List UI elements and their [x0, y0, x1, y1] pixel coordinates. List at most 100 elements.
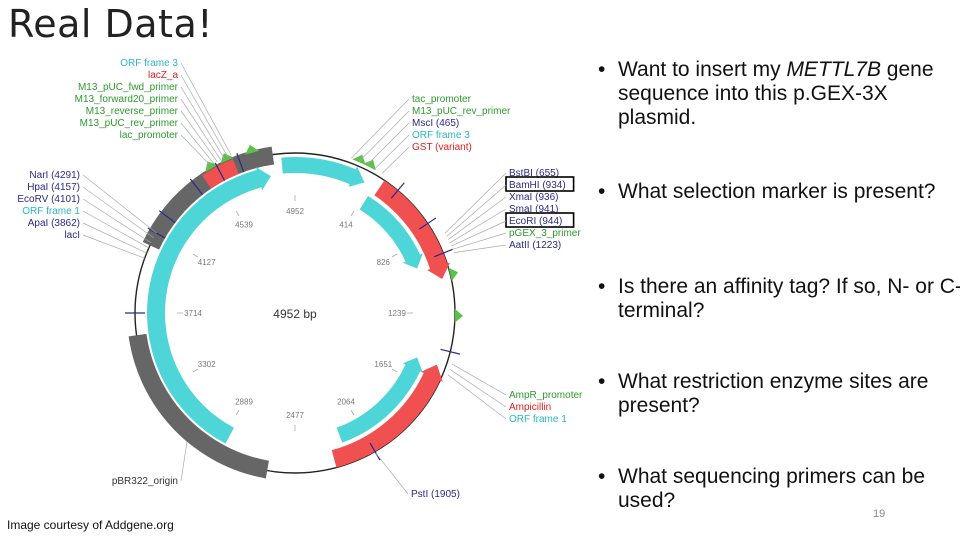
bullet-dot: • [598, 370, 606, 393]
leader-line [382, 146, 410, 174]
tick-mark [391, 368, 398, 373]
label-restriction-site: XmaI (936) [509, 192, 558, 203]
tick-mark [192, 368, 199, 373]
label-psti: PstI (1905) [411, 489, 460, 500]
site-marker [236, 153, 245, 173]
tick-label: 1651 [374, 360, 392, 369]
feature-laci [147, 167, 271, 444]
primer-marker [220, 153, 234, 164]
bullet-selection-marker: • What selection marker is present? [596, 180, 960, 204]
leader-line [180, 441, 188, 482]
leader-line [374, 134, 410, 169]
leader-line [359, 110, 410, 162]
bullet-text: Is there an affinity tag? If so, N- or C… [618, 275, 960, 322]
label-restriction-site: BstBI (655) [509, 168, 559, 179]
leader-line [447, 374, 507, 420]
bullet-text-post: gene sequence into this p.GEX-3X plasmid… [618, 58, 934, 129]
label-right-top: tac_promoter [412, 94, 472, 105]
bullet-affinity-tag: • Is there an affinity tag? If so, N- or… [596, 275, 960, 323]
leader-line [180, 134, 211, 166]
gene-name: METTL7B [786, 58, 881, 81]
tick-label: 1239 [388, 309, 406, 318]
site-marker [158, 210, 176, 224]
image-credit: Image courtesy of Addgene.org [7, 518, 174, 532]
leader-line [82, 222, 147, 254]
leader-line [446, 184, 507, 237]
plasmid-map: 4952414826123916512064247728893302371441… [17, 58, 583, 500]
site-marker [189, 178, 204, 196]
tick-label: 826 [377, 258, 391, 267]
leader-line [452, 232, 507, 250]
label-right-bottom: ORF frame 1 [509, 414, 567, 425]
leader-line [82, 198, 152, 244]
bullet-insert-gene: • Want to insert my METTL7B gene sequenc… [596, 58, 960, 130]
bullet-text-pre: Want to insert my [618, 58, 787, 81]
site-marker [369, 442, 381, 461]
tick-label: 3302 [198, 360, 216, 369]
site-marker [147, 227, 166, 239]
feature-orf3 [359, 195, 423, 269]
label-right-top: ORF frame 3 [412, 130, 470, 141]
leader-line [82, 186, 154, 239]
site-marker [390, 182, 405, 199]
feature-orf-top [281, 156, 365, 187]
label-left-mid: EcoRV (4101) [17, 194, 80, 205]
leader-line [451, 363, 507, 396]
label-left-top: lacZ_a [148, 70, 178, 81]
tick-label: 2889 [235, 397, 253, 406]
leader-line [448, 196, 507, 240]
leader-line [449, 369, 507, 408]
tick-label: 2064 [337, 397, 355, 406]
leader-line [180, 98, 222, 161]
bullet-text: What selection marker is present? [618, 180, 936, 203]
primer-marker [454, 308, 463, 323]
bullet-dot: • [598, 180, 606, 203]
tick-mark [350, 409, 355, 416]
leader-line [180, 122, 215, 164]
tick-mark [235, 409, 240, 416]
feature-origin-top [142, 146, 275, 250]
label-left-mid: NarI (4291) [29, 170, 80, 181]
feature-origin [128, 333, 269, 479]
leader-line [444, 172, 507, 234]
leader-line [180, 110, 218, 163]
leader-line [180, 86, 225, 159]
leader-line [82, 210, 150, 249]
tick-mark [391, 253, 398, 258]
leader-line [180, 62, 232, 156]
label-left-mid: ApaI (3862) [28, 218, 80, 229]
bullet-dot: • [598, 58, 606, 81]
label-restriction-site: AatII (1223) [509, 240, 561, 251]
slide-title: Real Data! [8, 2, 213, 46]
tick-label: 4539 [235, 221, 253, 230]
primer-marker [205, 161, 218, 173]
tick-label: 2477 [286, 411, 304, 420]
primer-marker [245, 144, 260, 155]
label-left-mid: lacI [64, 230, 80, 241]
bullet-restriction-sites: • What restriction enzyme sites are pres… [596, 370, 960, 418]
label-left-top: lac_promoter [120, 130, 179, 141]
label-left-mid: HpaI (4157) [27, 182, 80, 193]
leader-line [453, 244, 507, 253]
site-marker [214, 162, 226, 181]
label-left-top: M13_reverse_primer [86, 106, 179, 117]
label-left-mid: ORF frame 1 [22, 206, 80, 217]
label-left-top: ORF frame 3 [120, 58, 178, 69]
label-right-bottom: AmpR_promoter [509, 390, 583, 401]
bullet-dot: • [598, 275, 606, 298]
feature-orf1 [336, 357, 423, 443]
label-right-bottom: Ampicillin [509, 402, 551, 413]
leader-line [351, 98, 410, 159]
label-left-top: M13_forward20_primer [75, 94, 179, 105]
tick-label: 4127 [198, 258, 216, 267]
site-marker [419, 217, 437, 230]
site-highlight-box [505, 212, 575, 228]
feature-gst [374, 180, 451, 280]
label-right-top: MscI (465) [412, 118, 459, 129]
bullet-sequencing-primers: • What sequencing primers can be used? [596, 465, 960, 513]
leader-line [451, 220, 507, 247]
leader-line [375, 453, 409, 495]
leader-line [82, 174, 157, 234]
tick-mark [235, 210, 240, 217]
bullet-text: What restriction enzyme sites are presen… [618, 370, 929, 417]
